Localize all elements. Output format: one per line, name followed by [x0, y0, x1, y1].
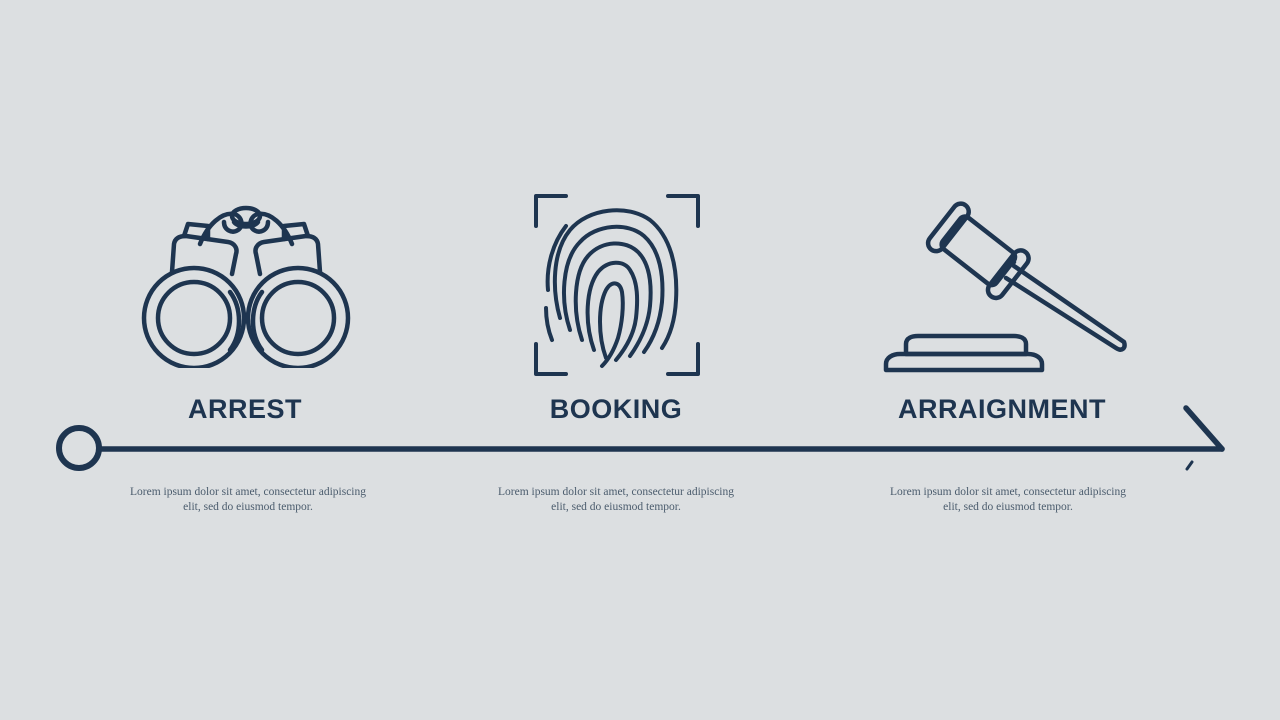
- gavel-icon: [878, 188, 1134, 378]
- handcuffs-icon: [138, 200, 354, 368]
- step-description-booking: Lorem ipsum dolor sit amet, consectetur …: [497, 486, 734, 513]
- timeline-arrowhead: [1183, 405, 1225, 452]
- fingerprint-icon: [530, 190, 704, 380]
- step-description-arrest: Lorem ipsum dolor sit amet, consectetur …: [129, 486, 366, 513]
- timeline-arrow-tick: [1185, 460, 1194, 471]
- step-description-arraignment: Lorem ipsum dolor sit amet, consectetur …: [889, 486, 1126, 513]
- step-title-booking: BOOKING: [549, 394, 683, 424]
- timeline-start-circle: [56, 425, 102, 471]
- step-title-arrest: ARREST: [187, 394, 303, 424]
- step-title-arraignment: ARRAIGNMENT: [898, 394, 1106, 424]
